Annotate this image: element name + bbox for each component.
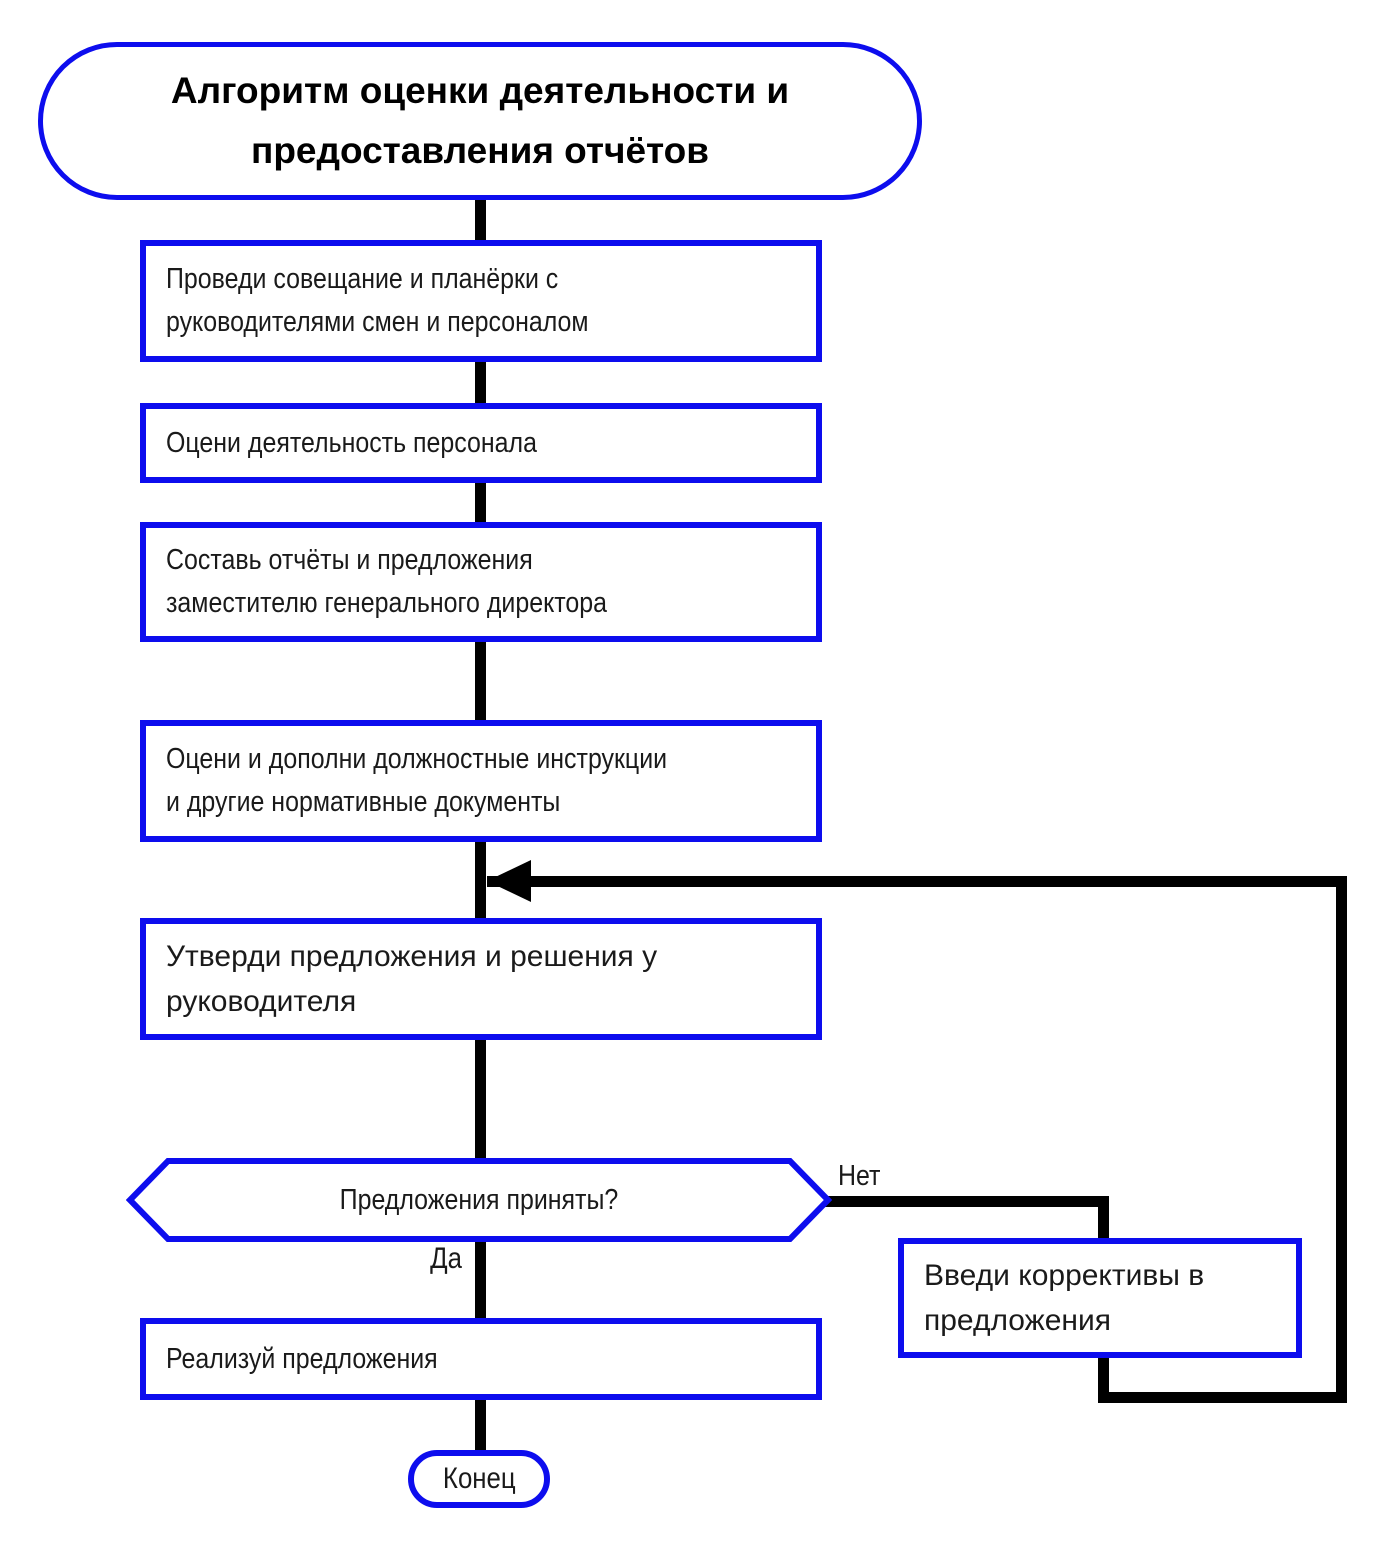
process-update-instructions: Оцени и дополни должностные инструкции и… [140,720,822,842]
diagram-title: Алгоритм оценки деятельности и предостав… [170,70,790,171]
process-label: Оцени деятельность персонала [166,426,537,459]
end-label: Конец [442,1462,516,1495]
connector-loop-right-vertical [1336,876,1347,1403]
connector-loop-bottom [1098,1392,1347,1403]
arrowhead-left-icon [487,860,531,902]
end-node: Конец [408,1450,550,1508]
decision-label: Предложения приняты? [339,1183,619,1216]
process-evaluate-staff: Оцени деятельность персонала [140,403,822,483]
process-approve-proposals: Утверди предложения и решения у руководи… [140,918,822,1040]
process-hold-meetings: Проведи совещание и планёрки с руководит… [140,240,822,362]
process-label: Проведи совещание и планёрки с руководит… [166,263,589,338]
start-node: Алгоритм оценки деятельности и предостав… [38,42,922,200]
process-label: Оцени и дополни должностные инструкции и… [166,743,668,818]
edge-label-no: Нет [838,1160,881,1192]
hexagon-shape-icon [126,1158,832,1242]
process-label: Реализуй предложения [166,1342,438,1375]
process-apply-corrections: Введи коррективы в предложения [898,1238,1302,1358]
connector-no-horizontal [822,1196,1109,1207]
process-label: Введи коррективы в предложения [924,1259,1205,1337]
connector-loop-top-horizontal [487,876,1347,887]
decision-proposals-accepted: Предложения приняты? [126,1157,832,1243]
process-implement-proposals: Реализуй предложения [140,1318,822,1400]
process-compile-reports: Составь отчёты и предложения заместителю… [140,522,822,642]
edge-label-yes: Да [430,1242,462,1275]
process-label: Составь отчёты и предложения заместителю… [166,544,608,619]
process-label: Утверди предложения и решения у руководи… [166,940,658,1018]
